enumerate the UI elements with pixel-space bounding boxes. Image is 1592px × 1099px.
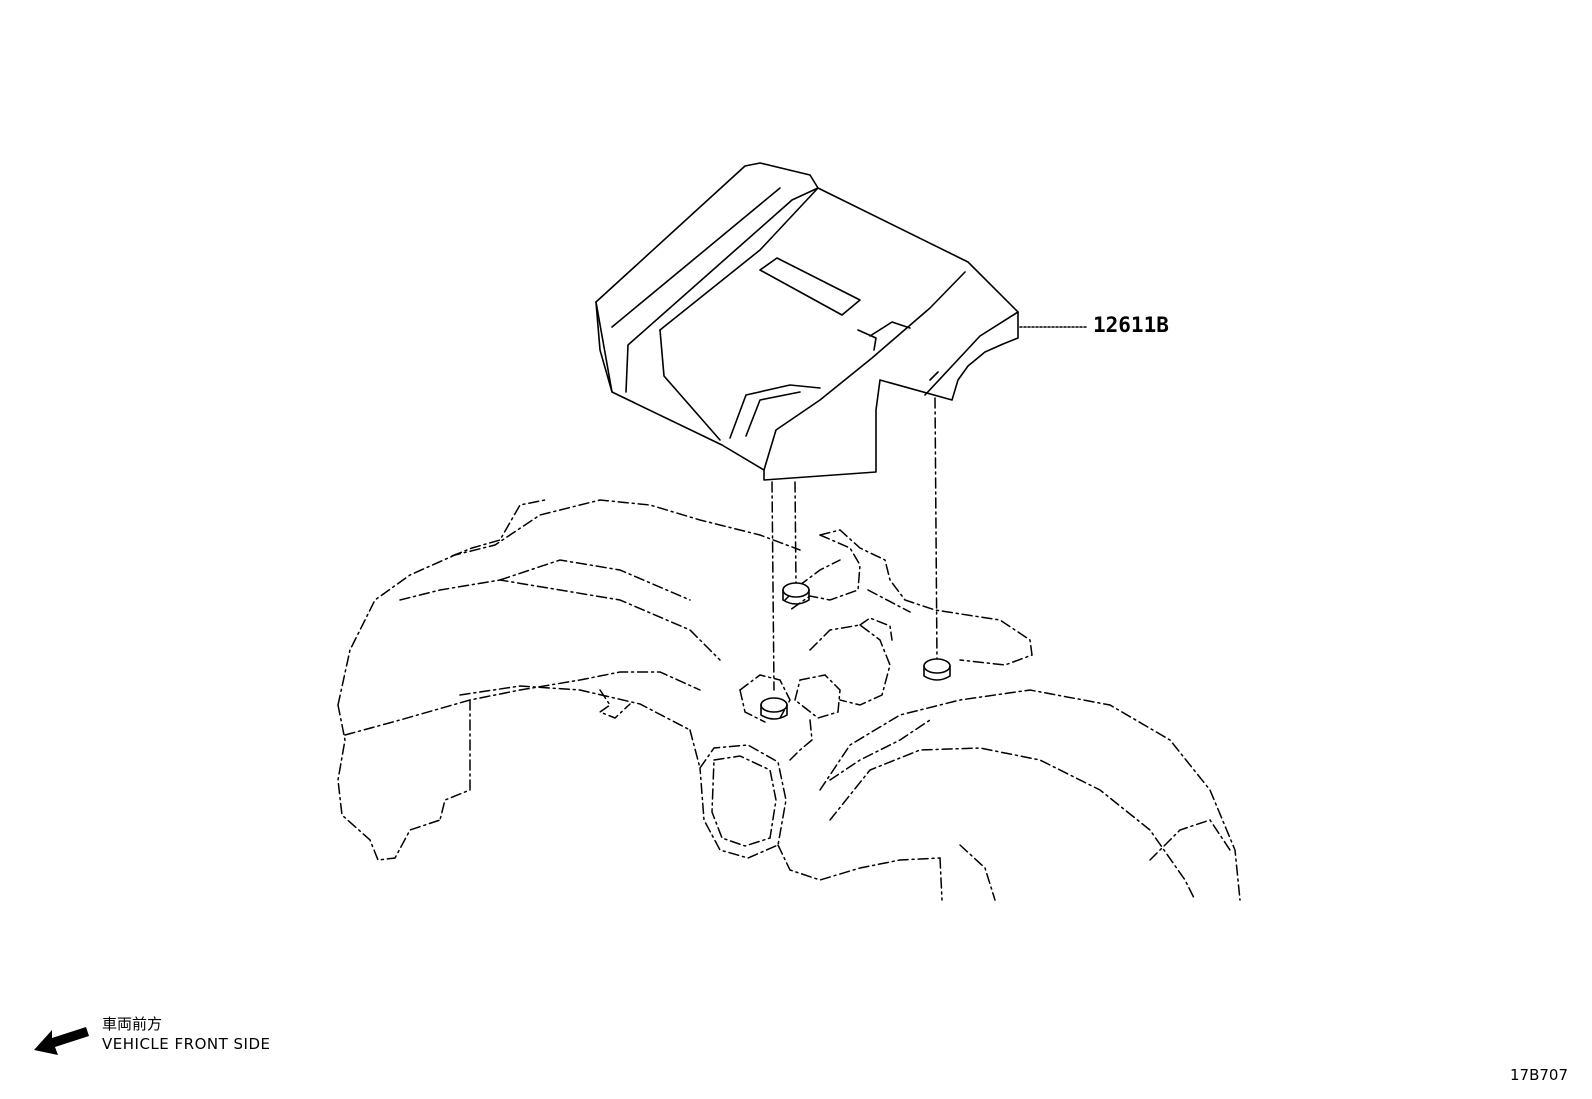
fastener-lines xyxy=(771,397,938,691)
intake-manifold xyxy=(337,499,1241,901)
arrow-left-down-icon xyxy=(34,1027,89,1055)
vehicle-front-label-jp: 車両前方 xyxy=(102,1015,163,1033)
part-number-callout[interactable]: 12611B xyxy=(1093,313,1169,337)
mounting-bosses xyxy=(760,582,951,720)
vehicle-front-label-en: VEHICLE FRONT SIDE xyxy=(102,1035,271,1053)
engine-cover-12611b[interactable] xyxy=(595,162,1089,481)
figure-code: 17B707 xyxy=(1510,1066,1569,1084)
